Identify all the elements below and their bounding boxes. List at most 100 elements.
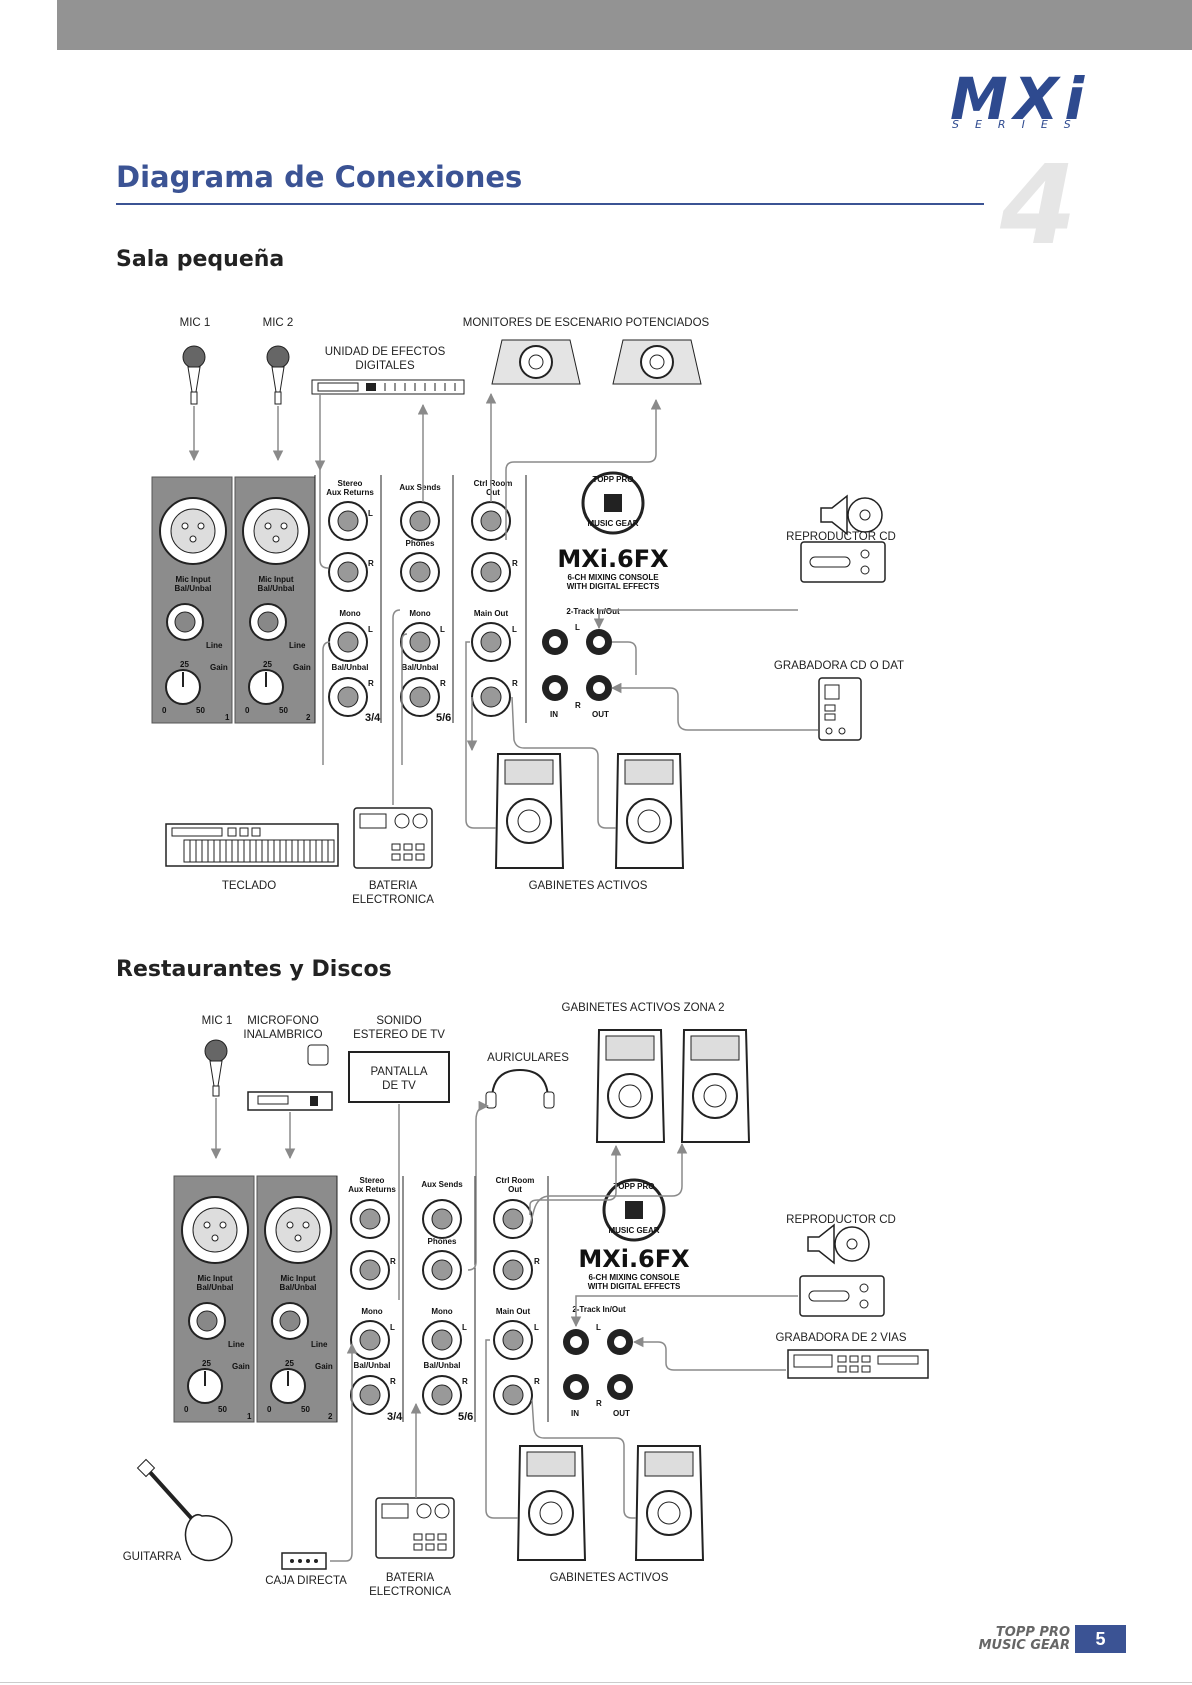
bal-unbal-label: Bal/Unbal [354, 1361, 391, 1370]
gain-min-label: 0 [267, 1405, 272, 1414]
two-track-label: 2-Track In/Out [566, 607, 620, 616]
two-track-rca: 2-Track In/Out L R IN OUT [542, 607, 620, 719]
label-drums-line2: ELECTRONICA [352, 894, 434, 906]
right-label: R [462, 1377, 468, 1386]
mic-channel-strip-1: Mic Input Bal/Unbal Line 25 0 50 Gain 1 [151, 476, 233, 724]
active-speaker-icon [494, 753, 565, 869]
mic-channel-strip-2: Mic Input Bal/Unbal Line 25 0 50 Gain 2 [256, 1175, 338, 1423]
gain-min-label: 0 [184, 1405, 189, 1414]
mic-input-label: Bal/Unbal [197, 1283, 234, 1292]
phones-label: Phones [428, 1237, 457, 1246]
mic-input-label: Mic Input [197, 1274, 232, 1283]
label-speakers: GABINETES ACTIVOS [550, 1572, 669, 1584]
line-label: Line [289, 641, 306, 650]
diagram-restaurants: MIC 1 MICROFONO INALAMBRICO SONIDO ESTER… [123, 1002, 929, 1598]
mic-input-label: Mic Input [175, 575, 210, 584]
in-label: IN [571, 1409, 579, 1418]
channel-number: 2 [328, 1412, 333, 1421]
drum-machine-icon [353, 807, 433, 869]
mic-input-label: Mic Input [280, 1274, 315, 1283]
channel-56-label: 5/6 [458, 1411, 473, 1423]
brand-text: TOPP PRO [592, 475, 633, 484]
label-di-box: CAJA DIRECTA [265, 1575, 347, 1587]
topp-pro-badge: TOPP PRO MUSIC GEAR [581, 471, 645, 535]
label-recorder: GRABADORA CD O DAT [774, 660, 904, 672]
gain-mid-label: 25 [180, 660, 189, 669]
right-label: R [534, 1257, 540, 1266]
gain-min-label: 0 [245, 706, 250, 715]
line-label: Line [206, 641, 223, 650]
gain-label: Gain [293, 663, 311, 672]
jack-column-ctrl-room: Ctrl Room Out Main Out R L R [474, 1176, 549, 1422]
label-mic2: MIC 2 [263, 317, 294, 329]
left-label: L [440, 625, 445, 634]
left-label: L [390, 1323, 395, 1332]
wireless-receiver-icon [247, 1044, 333, 1111]
left-label: L [575, 623, 580, 632]
mono-label: Mono [431, 1307, 452, 1316]
tv-screen-text: PANTALLA [370, 1066, 427, 1078]
mic-channel-strip-2: Mic Input Bal/Unbal Line 25 0 50 Gain 2 [234, 476, 316, 724]
jack-column-stereo-aux: Stereo Aux Returns Mono Bal/Unbal L R L … [314, 475, 381, 724]
gain-mid-label: 25 [285, 1359, 294, 1368]
ctrl-room-label: Out [508, 1185, 522, 1194]
right-label: R [512, 679, 518, 688]
active-speaker-icon [595, 1029, 666, 1143]
out-label: OUT [592, 710, 609, 719]
microphone-icon [182, 345, 206, 405]
label-cd-player: REPRODUCTOR CD [786, 1214, 896, 1226]
left-label: L [462, 1323, 467, 1332]
stereo-aux-label: Aux Returns [348, 1185, 396, 1194]
channel-56-label: 5/6 [436, 712, 451, 724]
ctrl-room-label: Ctrl Room [496, 1176, 535, 1185]
bal-unbal-label: Bal/Unbal [424, 1361, 461, 1370]
mxi-series-logo: MXi SERIES [950, 65, 1140, 133]
channel-34-label: 3/4 [365, 712, 381, 724]
label-drums-line2: ELECTRONICA [369, 1586, 451, 1598]
label-mic1: MIC 1 [202, 1015, 233, 1027]
mic-input-label: Mic Input [258, 575, 293, 584]
stage-monitor-icon [491, 339, 581, 385]
di-box-icon [281, 1552, 327, 1570]
right-label: R [575, 701, 581, 710]
label-drums-line1: BATERIA [386, 1572, 435, 1584]
logo-main-text: MXi [950, 65, 1091, 133]
drum-machine-icon [375, 1497, 455, 1559]
label-drums-line1: BATERIA [369, 880, 418, 892]
left-label: L [596, 1323, 601, 1332]
right-label: R [368, 679, 374, 688]
gain-max-label: 50 [301, 1405, 310, 1414]
header-bar [57, 0, 1192, 50]
gain-mid-label: 25 [202, 1359, 211, 1368]
main-out-label: Main Out [496, 1307, 531, 1316]
mono-label: Mono [339, 609, 360, 618]
right-label: R [390, 1377, 396, 1386]
main-out-label: Main Out [474, 609, 509, 618]
two-track-label: 2-Track In/Out [572, 1305, 626, 1314]
label-recorder: GRABADORA DE 2 VIAS [775, 1332, 906, 1344]
mixer-description: 6-CH MIXING CONSOLE [588, 1273, 680, 1282]
chapter-number: 4 [1000, 141, 1077, 269]
label-fx-line1: UNIDAD DE EFECTOS [325, 346, 446, 358]
active-speaker-icon [634, 1445, 705, 1561]
title-underline [116, 203, 984, 205]
right-label: R [512, 559, 518, 568]
phones-label: Phones [406, 539, 435, 548]
label-speakers: GABINETES ACTIVOS [529, 880, 648, 892]
right-label: R [440, 679, 446, 688]
label-tv-line1: SONIDO [376, 1015, 421, 1027]
ctrl-room-label: Out [486, 488, 500, 497]
brand-text: TOPP PRO [613, 1182, 654, 1191]
gain-min-label: 0 [162, 706, 167, 715]
gain-label: Gain [315, 1362, 333, 1371]
left-label: L [534, 1323, 539, 1332]
jack-column-stereo-aux: Stereo Aux Returns Mono Bal/Unbal R L R … [336, 1176, 403, 1423]
label-fx-line2: DIGITALES [355, 360, 415, 372]
logo-sub-text: SERIES [952, 118, 1087, 131]
connection-cables [188, 392, 818, 829]
mixer-model: MXi.6FX [557, 545, 669, 573]
recorder-icon [818, 677, 862, 741]
guitar-icon [136, 1458, 233, 1562]
tv-screen-text: DE TV [382, 1080, 416, 1092]
mixer-model: MXi.6FX [578, 1245, 690, 1273]
